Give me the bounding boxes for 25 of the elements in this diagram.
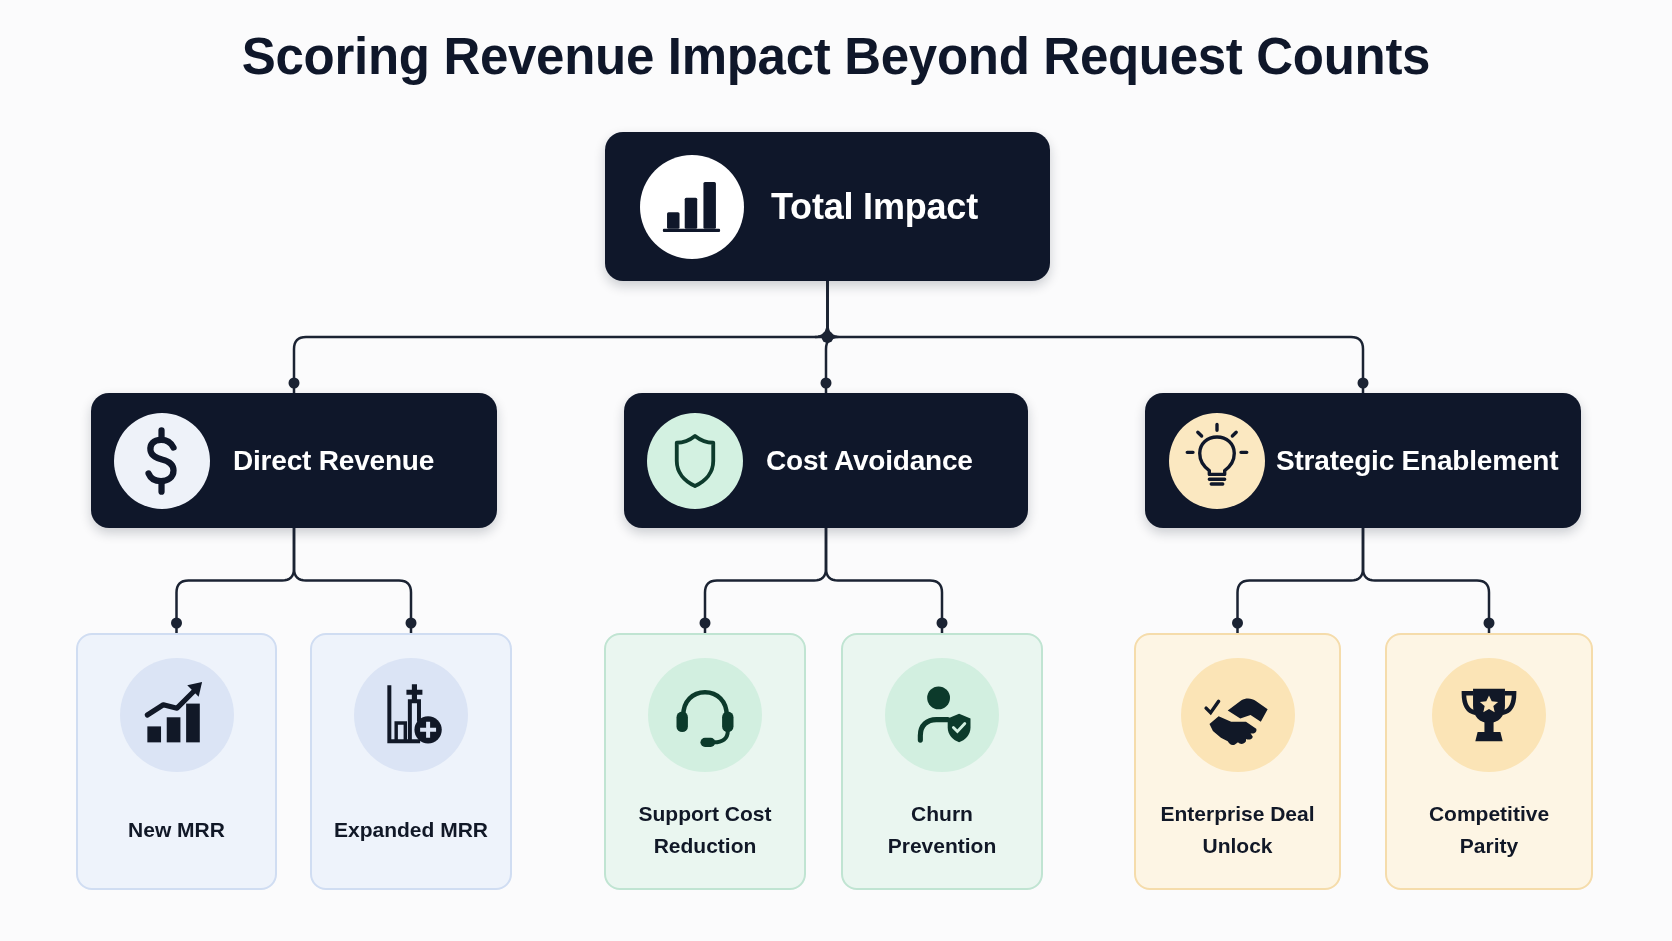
metric-label: Enterprise Deal Unlock (1159, 801, 1316, 859)
summary-box (605, 132, 1050, 281)
metric-label: New MRR (128, 817, 225, 843)
category-title: Cost Avoidance (766, 444, 973, 477)
category-box (1145, 393, 1581, 528)
connector (826, 281, 1369, 393)
metric-label: Churn Prevention (886, 801, 998, 859)
category-box (91, 393, 497, 528)
connector (1361, 528, 1495, 633)
category-title: Direct Revenue (233, 444, 435, 477)
metric-card (841, 633, 1043, 890)
metric-card (76, 633, 277, 890)
metric-card (604, 633, 806, 890)
metric-card (1134, 633, 1341, 890)
connector (292, 528, 417, 633)
category-title: Strategic Enablement (1276, 444, 1559, 477)
metric-label: Expanded MRR (334, 817, 488, 843)
node-title: Total Impact (771, 185, 978, 228)
category-box (624, 393, 1028, 528)
metric-card (310, 633, 512, 890)
metric-label: Competitive Parity (1427, 801, 1551, 859)
connector (824, 528, 948, 633)
metric-label: Support Cost Reduction (637, 801, 773, 859)
diagram-title: Scoring Revenue Impact Beyond Request Counts (241, 28, 1431, 87)
metric-card (1385, 633, 1593, 890)
